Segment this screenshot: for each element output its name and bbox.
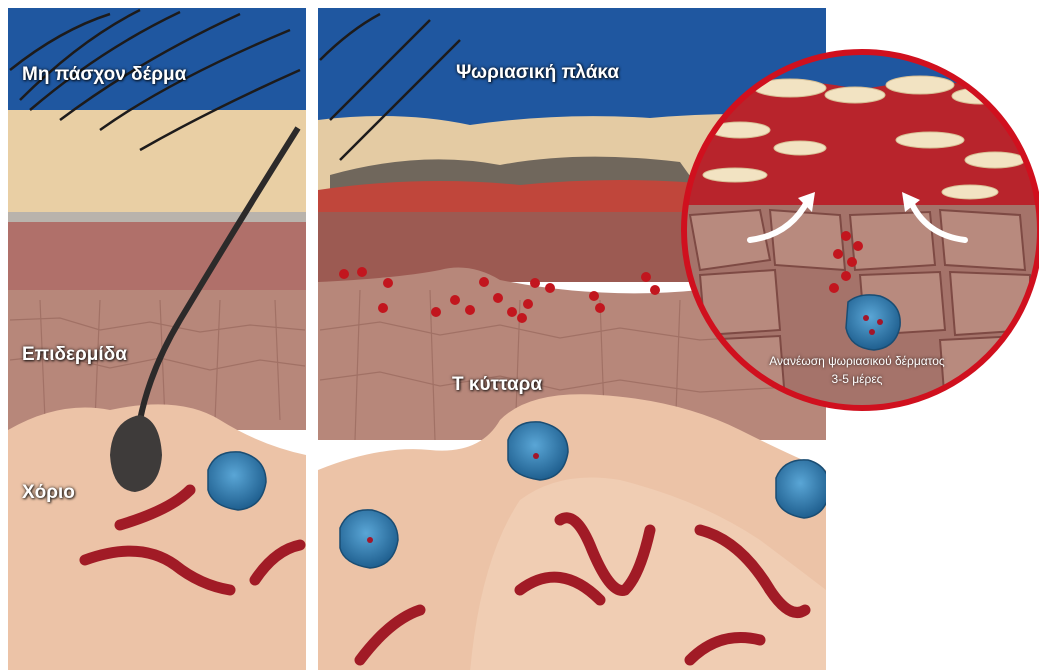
epidermis-top-layer: [8, 222, 306, 300]
dermis-label: Χόριο: [22, 482, 75, 504]
epidermis-label: Επιδερμίδα: [22, 344, 127, 366]
inset-t-cell: [846, 295, 900, 350]
t-cells-label: Τ κύτταρα: [452, 374, 542, 396]
left-panel-title: Μη πάσχον δέρμα: [22, 64, 186, 86]
inset-caption-line2: 3-5 μέρες: [735, 372, 979, 386]
t-cell: [208, 452, 266, 510]
stratum-corneum-layer: [8, 110, 306, 220]
inset-caption-line1: Ανανέωση ψωριασικού δέρματος: [735, 354, 979, 368]
right-panel-title: Ψωριασική πλάκα: [456, 62, 619, 84]
left-panel-normal-skin: [8, 8, 306, 672]
